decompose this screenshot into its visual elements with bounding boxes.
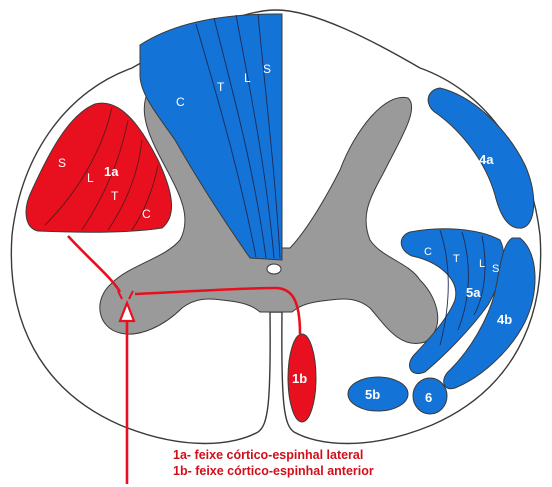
dorsal-column-label-c: C — [176, 95, 185, 109]
tract-6 — [412, 377, 448, 415]
pathway-tick — [117, 290, 134, 300]
tract-5a-label-s: S — [492, 263, 499, 275]
tract-6-label: 6 — [425, 390, 432, 405]
lateral-tract-label-s: S — [58, 156, 66, 170]
tract-5a — [400, 228, 505, 374]
tract-4b-label: 4b — [497, 312, 512, 327]
anterior-tract-1b — [287, 333, 317, 423]
lateral-tract-label-l: L — [87, 171, 94, 185]
lateral-tract-label-1a: 1a — [104, 164, 119, 179]
dorsal-column-label-s: S — [263, 62, 271, 76]
dorsal-column — [139, 13, 283, 261]
tract-5a-label-t: T — [453, 253, 460, 265]
lateral-tract-label-t: T — [111, 189, 119, 203]
legend-line-anterior: 1b- feixe córtico-espinhal anterior — [173, 464, 374, 478]
dorsal-column-label-t: T — [217, 80, 225, 94]
tract-5b — [347, 376, 409, 412]
dorsal-column-divisions — [195, 13, 281, 259]
tract-5a-divisions — [439, 229, 486, 346]
pathway-lines — [67, 235, 302, 484]
arrow-head — [118, 299, 136, 323]
tract-4b — [443, 237, 536, 390]
tract-5a-label-c: C — [424, 246, 432, 258]
legend-line-lateral: 1a- feixe córtico-espinhal lateral — [173, 448, 364, 462]
central-canal — [266, 263, 282, 275]
anterior-tract-label: 1b — [292, 371, 307, 386]
lateral-tract-label-c: C — [142, 207, 151, 221]
tract-4a-label: 4a — [479, 152, 494, 167]
lateral-tract-divisions — [44, 106, 159, 231]
lateral-tract-1a — [25, 102, 173, 233]
tract-4a — [427, 87, 535, 229]
dorsal-column-label-l: L — [244, 71, 251, 85]
tract-5a-label: 5a — [466, 285, 481, 300]
tract-5a-label-l: L — [479, 258, 485, 270]
tract-5b-label: 5b — [365, 387, 380, 402]
